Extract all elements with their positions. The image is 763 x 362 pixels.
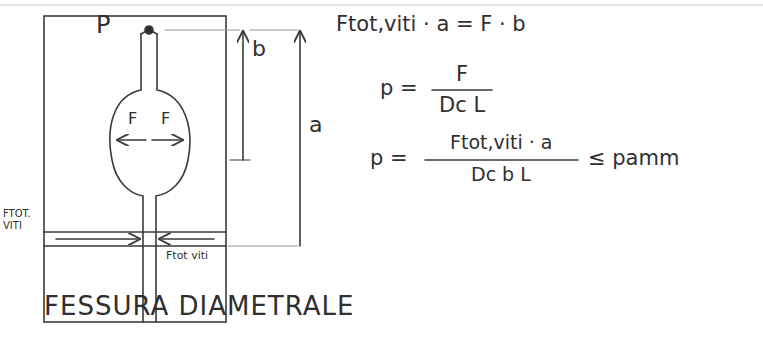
dimension-line — [242, 32, 244, 160]
equation-denominator: Dc b L — [471, 164, 531, 186]
page-edge — [0, 5, 763, 6]
load-point — [145, 26, 153, 34]
screw-band — [44, 245, 226, 247]
dimension-tick — [165, 30, 240, 31]
dimension-label: a — [309, 112, 322, 137]
equation-denominator: Dc L — [439, 93, 485, 117]
dimension-line — [299, 32, 301, 246]
equation: p = — [380, 76, 418, 100]
force-arrow — [160, 238, 214, 240]
hub-outline — [44, 16, 226, 322]
screw-band — [44, 231, 226, 233]
point-label: P — [96, 12, 110, 40]
dimension-label: b — [252, 36, 266, 61]
dimension-tick — [250, 30, 298, 31]
force-arrow — [152, 139, 182, 141]
force-label: F — [128, 110, 137, 128]
lever-slot — [110, 34, 190, 322]
caption: FESSURA DIAMETRALE — [44, 292, 354, 322]
equation: Ftot,viti · a = F · b — [336, 12, 526, 36]
dimension-tick — [228, 246, 298, 247]
force-arrow — [56, 238, 139, 240]
dimension-tick — [230, 160, 250, 161]
fraction-bar — [425, 159, 578, 161]
force-label: Ftot viti — [164, 250, 210, 263]
force-arrow — [118, 139, 146, 141]
equation: p = — [370, 146, 408, 170]
equation: ≤ pamm — [588, 146, 679, 170]
force-label: F — [161, 110, 170, 128]
fraction-bar — [432, 89, 492, 91]
equation-numerator: Ftot,viti · a — [450, 132, 553, 154]
force-label: FTOT. VITI — [3, 208, 41, 231]
equation-numerator: F — [456, 62, 468, 86]
